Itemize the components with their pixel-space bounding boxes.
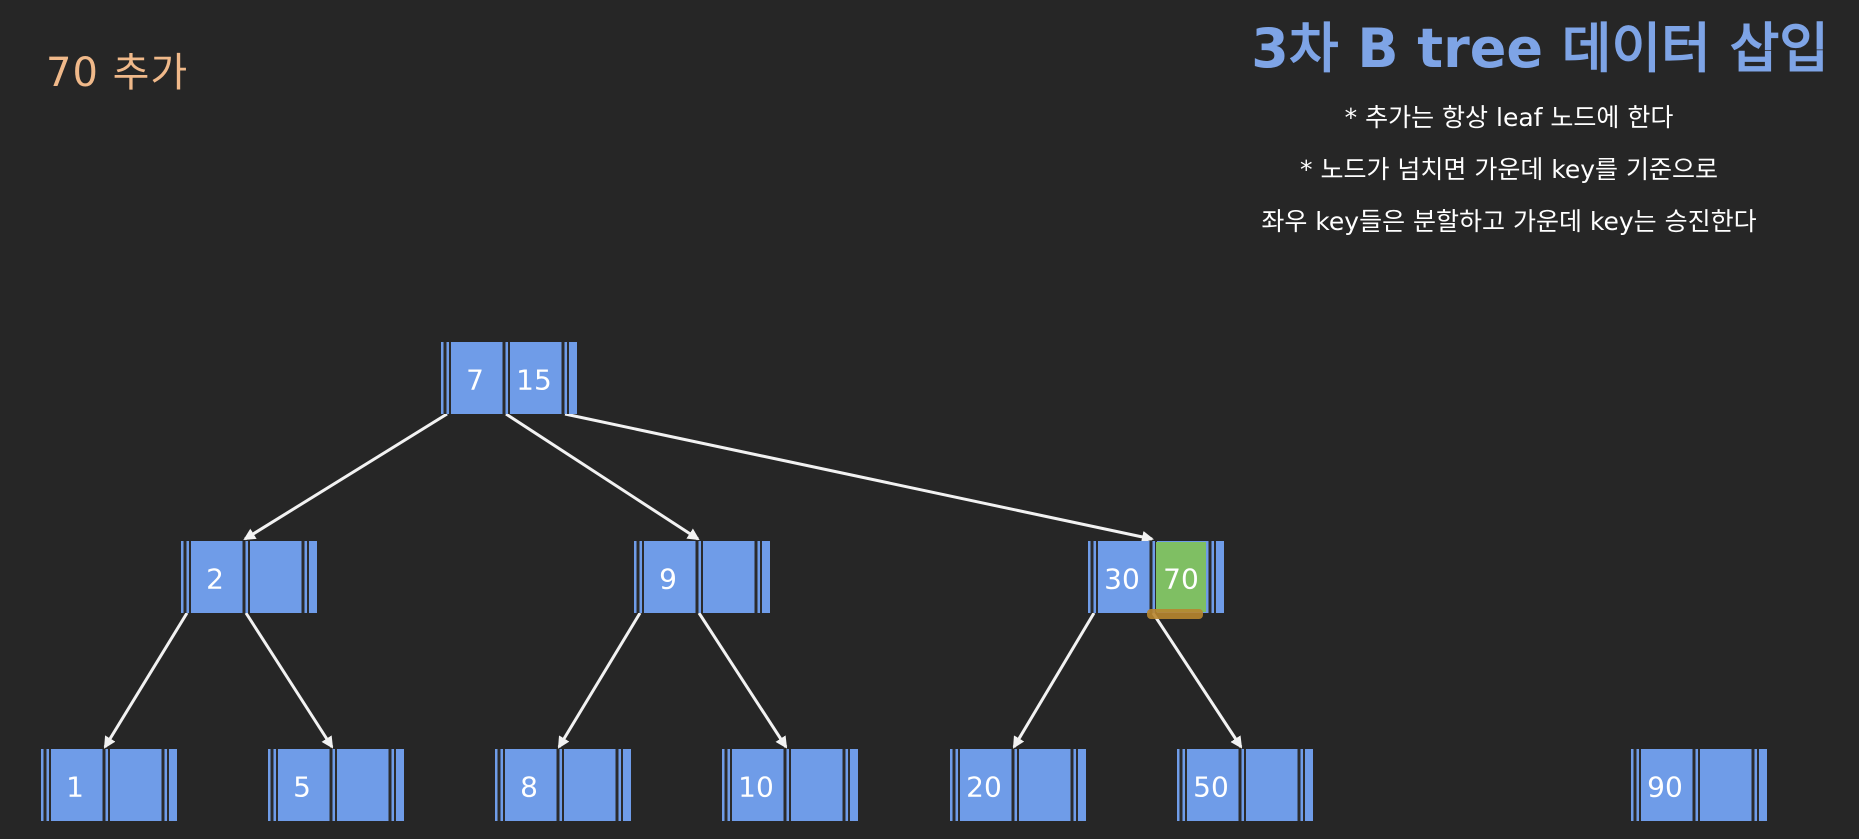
- edge-n2-l1: [103, 612, 189, 749]
- node-key: 7: [466, 364, 484, 397]
- node-key: 2: [206, 563, 224, 596]
- highlight-underline: [1147, 609, 1203, 619]
- node-key: 30: [1104, 563, 1140, 596]
- node-key: 10: [738, 771, 774, 804]
- node-key: 15: [516, 364, 552, 397]
- node-key: 8: [520, 771, 538, 804]
- rules-notes: * 추가는 항상 leaf 노드에 한다 * 노드가 넘치면 가운데 key를 …: [1189, 92, 1829, 248]
- edge-n2-l5: [244, 612, 334, 749]
- btree-node-n9: 9: [634, 541, 770, 613]
- btree-node-l20: 20: [950, 749, 1086, 821]
- node-key: 50: [1193, 771, 1229, 804]
- btree-node-l8: 8: [495, 749, 631, 821]
- edge-n9-l10: [697, 612, 788, 749]
- edge-n30-l50: [1151, 612, 1243, 749]
- edge-root-n9: [505, 412, 700, 541]
- btree-node-l1: 1: [41, 749, 177, 821]
- new-key-highlight: [1156, 542, 1206, 612]
- node-key: 90: [1647, 771, 1683, 804]
- edge-n9-l8: [557, 612, 642, 749]
- btree-node-n30: 30 70: [1088, 541, 1224, 619]
- note-line-3: 좌우 key들은 분할하고 가운데 key는 승진한다: [1261, 207, 1757, 236]
- btree-node-l5: 5: [268, 749, 404, 821]
- node-key: 9: [659, 563, 677, 596]
- btree-node-l90: 90: [1631, 749, 1767, 821]
- node-key: 1: [66, 771, 84, 804]
- edge-n30-l20: [1012, 612, 1096, 749]
- node-key: 20: [966, 771, 1002, 804]
- btree-node-n2: 2: [181, 541, 317, 613]
- btree-node-root: 7 15: [441, 342, 577, 414]
- note-line-1: * 추가는 항상 leaf 노드에 한다: [1344, 103, 1674, 132]
- step-caption: 70 추가: [46, 50, 189, 96]
- node-key: 70: [1163, 563, 1199, 596]
- edge-root-n2: [243, 412, 448, 541]
- btree-node-l10: 10: [722, 749, 858, 821]
- note-line-2: * 노드가 넘치면 가운데 key를 기준으로: [1300, 155, 1718, 184]
- node-key: 5: [293, 771, 311, 804]
- btree-node-l50: 50: [1177, 749, 1313, 821]
- page-title: 3차 B tree 데이터 삽입: [1251, 17, 1829, 80]
- edge-root-n30: [564, 412, 1154, 543]
